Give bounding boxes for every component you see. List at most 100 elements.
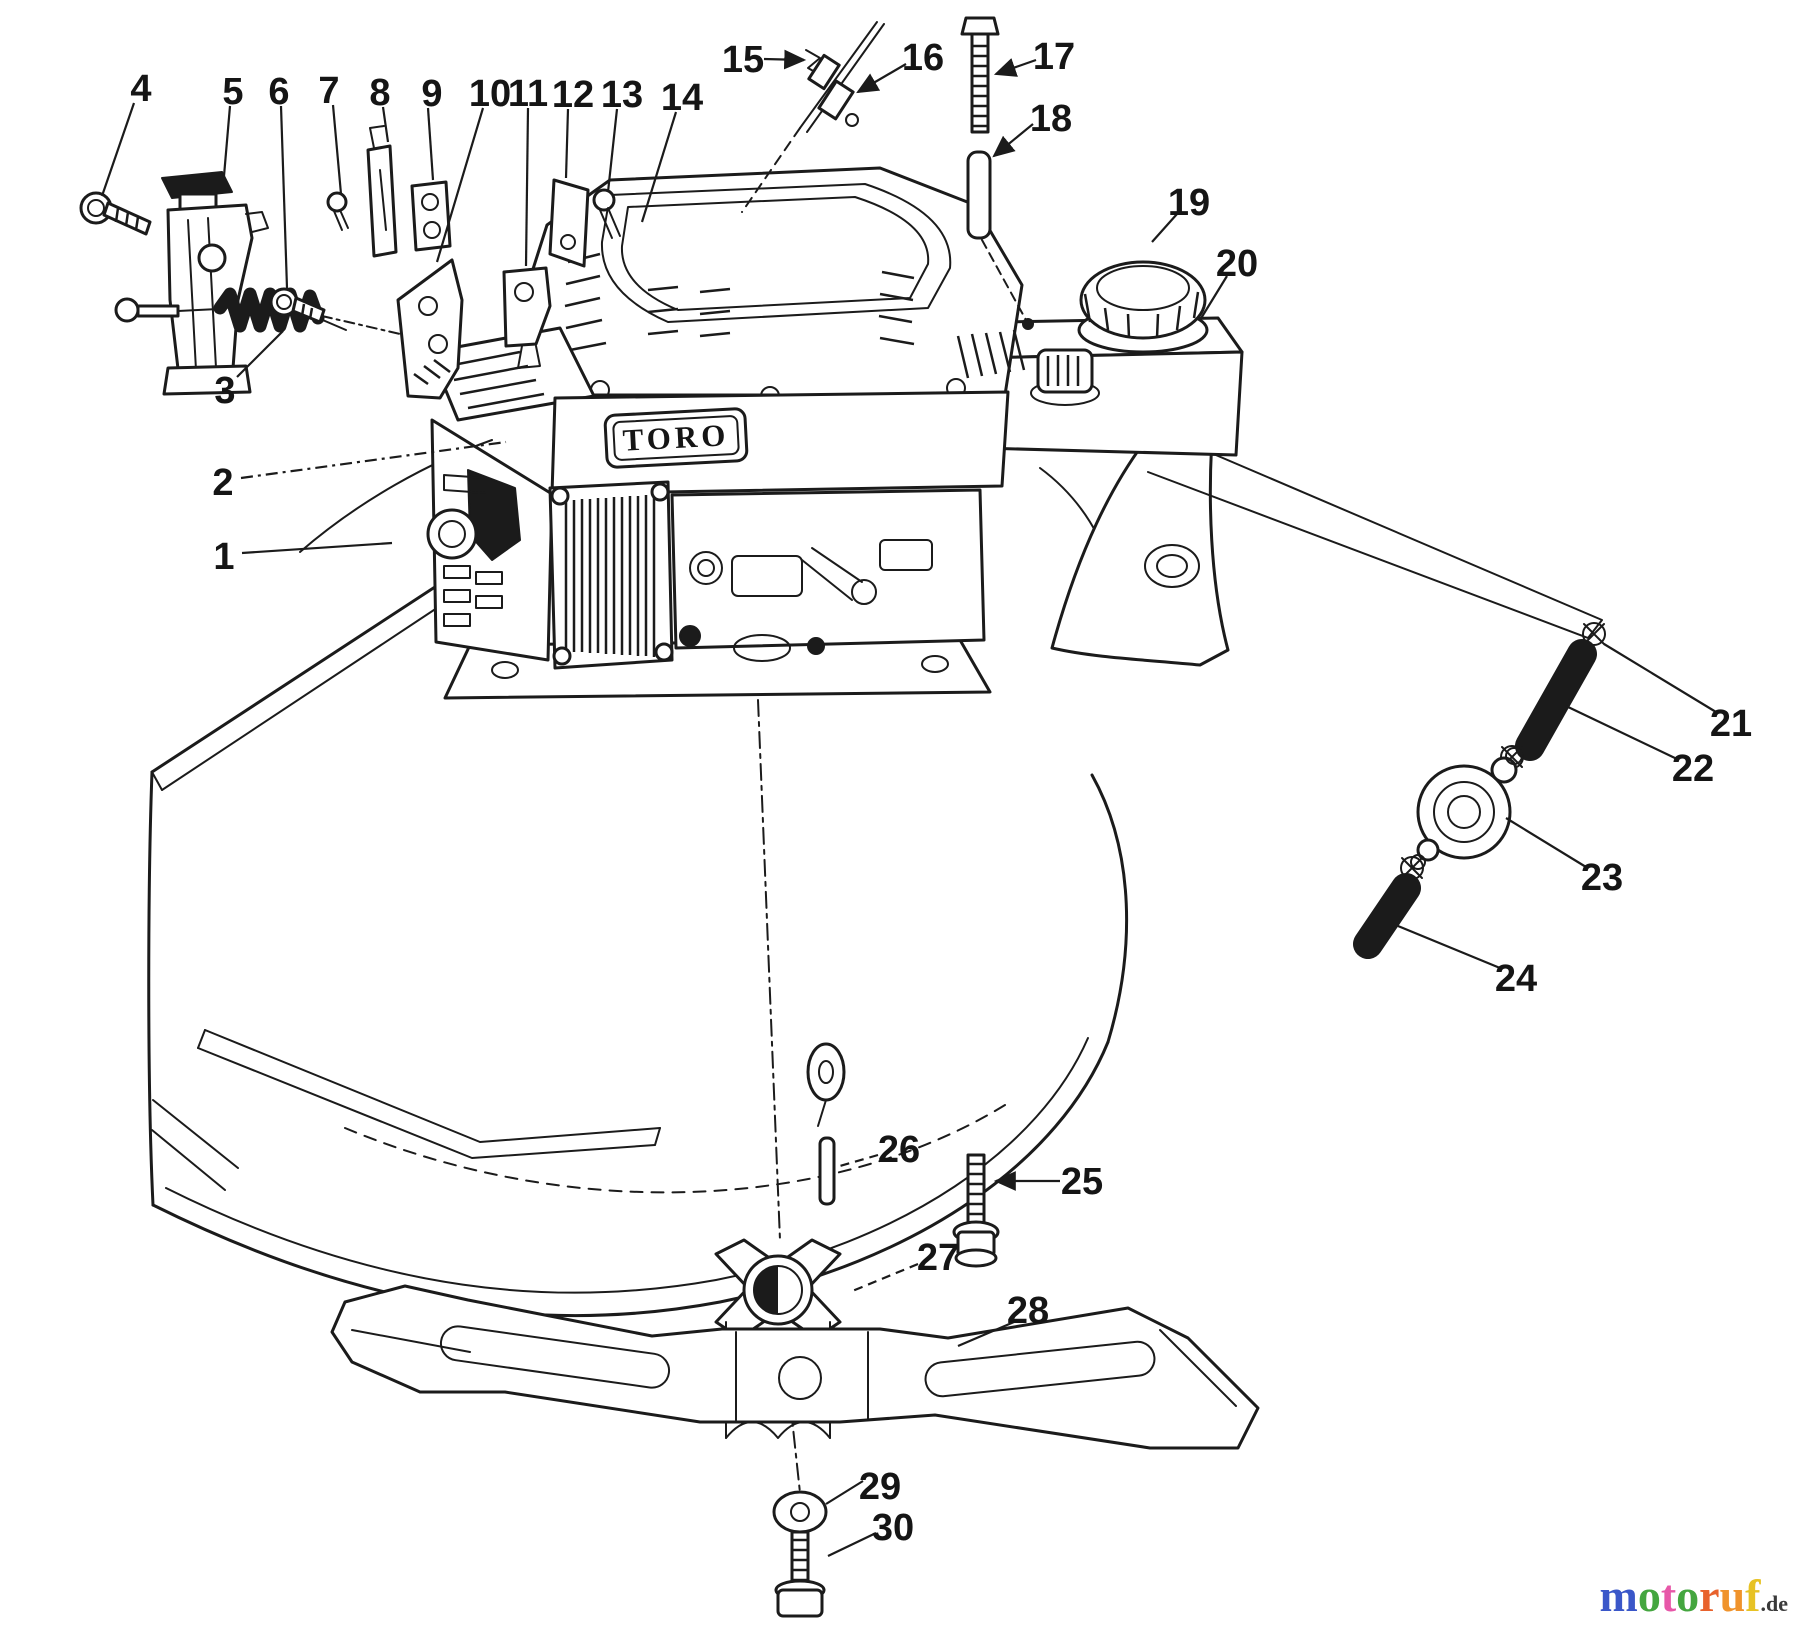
part-label-30: 30 [872,1507,914,1549]
fuel-line-group [1353,622,1606,959]
motoruf-logo-text: motoruf [1600,1570,1761,1621]
leader-line-18 [992,123,1034,158]
fuel-filter-23 [1410,747,1523,870]
part-label-14: 14 [661,77,703,119]
cylinder-cooling-fins [548,480,674,670]
part-label-21: 21 [1710,703,1752,745]
carburetor-linkage [670,488,986,662]
leader-line-3 [236,330,284,378]
engine-left-side [426,418,554,662]
part-bolt-17 [960,16,1000,134]
leader-line-30 [827,1532,877,1557]
part-label-18: 18 [1030,98,1072,140]
leader-line-6 [279,105,289,289]
logo-letter: r [1699,1570,1720,1621]
part-bracket-8 [366,125,398,258]
part-plate-10 [396,258,464,400]
part-label-20: 20 [1216,243,1258,285]
leader-line-12 [564,108,570,179]
leader-line-13 [606,108,619,193]
part-label-9: 9 [421,73,442,115]
part-bolt-25 [952,1153,1000,1268]
part-label-12: 12 [552,74,594,116]
part-label-29: 29 [859,1466,901,1508]
part-pin-26 [818,1136,836,1206]
leader-line-27 [849,1262,919,1294]
part-label-24: 24 [1495,958,1537,1000]
leader-line-10 [435,107,485,263]
part-washer-29 [772,1490,828,1534]
part-label-6: 6 [268,71,289,113]
leader-line-16 [856,63,907,94]
leader-line-14 [640,111,678,223]
part-screw-7 [326,191,349,231]
part-screw-13 [592,188,621,239]
leader-line-4 [100,102,136,197]
toro-badge: TORO [603,407,749,469]
leader-line-8 [381,106,390,143]
part-label-11: 11 [508,73,548,115]
part-label-26: 26 [878,1129,920,1171]
part-lever-assembly-5 [161,171,269,396]
part-label-28: 28 [1007,1290,1049,1332]
part-label-2: 2 [212,462,233,504]
toro-badge-text: TORO [622,417,730,458]
logo-letter: m [1599,1570,1638,1621]
part-label-16: 16 [902,37,944,79]
part-blade-28 [330,1284,1260,1450]
part-label-10: 10 [469,73,511,115]
part-screw-6 [269,287,326,324]
part-label-19: 19 [1168,182,1210,224]
leader-line-21 [1603,643,1717,713]
part-label-15: 15 [722,39,764,81]
deck-roller [806,1042,846,1127]
logo-letter: f [1745,1570,1761,1621]
leader-line-11 [524,107,530,267]
leader-line-2 [240,440,507,480]
part-bolt-4 [79,191,152,236]
logo-letter: o [1637,1570,1661,1621]
throttle-cable-group [741,21,885,213]
leader-line-29 [825,1480,864,1505]
motoruf-watermark: motoruf.de [1600,1573,1789,1619]
cable-conduit [807,53,859,127]
fuel-hose-24 [1353,873,1421,959]
motoruf-logo-suffix: .de [1760,1591,1789,1616]
leader-line-1 [241,541,393,555]
part-label-4: 4 [130,68,151,110]
part-label-22: 22 [1672,748,1714,790]
blade-group [330,1136,1260,1618]
part-label-7: 7 [318,70,339,112]
logo-letter: u [1719,1570,1746,1621]
control-bracket-parts [79,125,621,400]
part-label-25: 25 [1061,1161,1103,1203]
recoil-shroud [518,166,1024,406]
mower-deck-housing [147,315,1603,1503]
leader-line-22 [1565,705,1678,760]
fuel-tank [950,260,1244,457]
part-label-17: 17 [1033,36,1075,78]
leader-line-23 [1505,817,1587,868]
part-label-23: 23 [1581,857,1623,899]
part-bracket-11 [502,266,552,369]
leader-line-15 [763,49,807,70]
fuel-cap [1077,260,1209,354]
leader-line-28 [957,1320,1015,1348]
logo-letter: o [1676,1570,1700,1621]
engine-assembly: TORO [426,166,1244,700]
part-spacer-18 [966,150,1034,330]
leader-line-19 [1151,213,1178,243]
leader-line-7 [331,104,343,195]
leader-line-24 [1397,924,1501,970]
part-clamp-9 [410,180,452,252]
fuel-hose-22 [1515,639,1597,761]
part-label-3: 3 [214,370,235,412]
part-label-1: 1 [213,536,234,578]
rear-bracket-fin [1050,394,1230,667]
leader-line-5 [222,105,232,177]
part-plate-12 [548,178,590,268]
leader-line-9 [426,107,435,181]
